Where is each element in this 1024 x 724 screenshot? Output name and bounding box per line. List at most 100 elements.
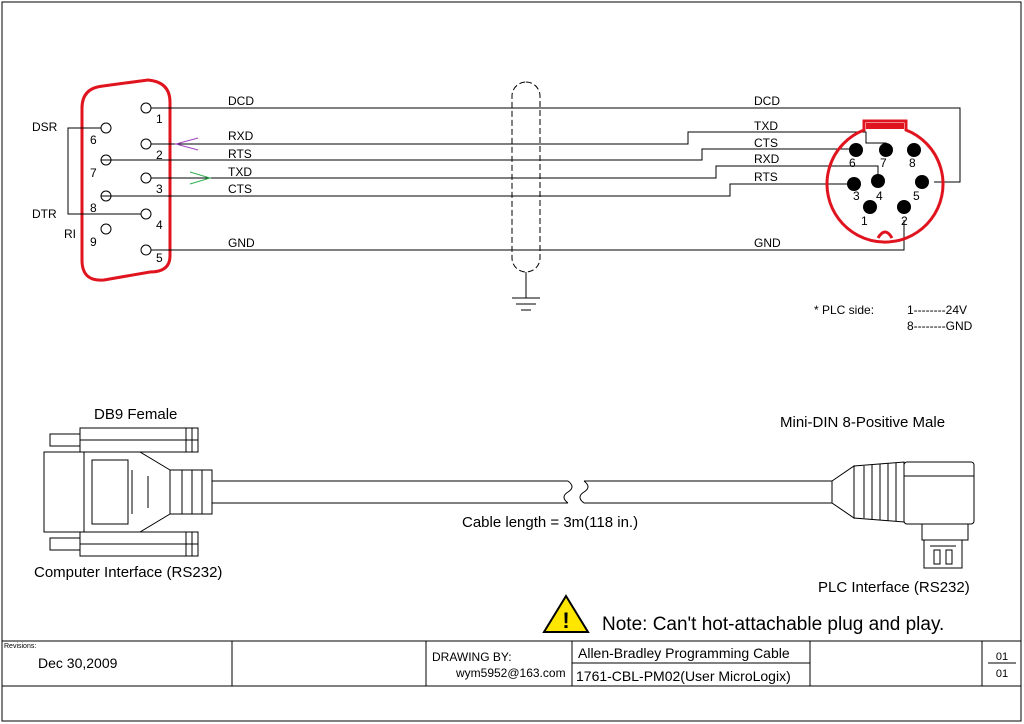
cable-shield xyxy=(511,81,541,311)
db9-pin-6-socket xyxy=(100,122,112,134)
drawing-by-email: wym5952@163.com xyxy=(455,666,566,680)
din-pin-6-dot xyxy=(849,143,863,157)
mini-din-bottom-key xyxy=(876,230,894,239)
drawing-by-label: DRAWING BY: xyxy=(432,650,512,664)
left-signal-cts: CTS xyxy=(228,182,252,196)
sheet-number: 01 xyxy=(996,651,1008,663)
revision-date: Dec 30,2009 xyxy=(38,655,118,671)
warning-triangle-icon xyxy=(542,594,590,633)
db9-pin-5-socket xyxy=(140,244,152,256)
db9-pin-1-socket xyxy=(140,102,152,114)
db9-top-screw-tip xyxy=(49,433,81,447)
db9-front-plug xyxy=(43,451,85,533)
db9-strain-relief xyxy=(169,469,213,515)
db9-inner-shell xyxy=(91,459,129,525)
db9-pin-1-number: 1 xyxy=(156,112,163,126)
left-signal-gnd: GND xyxy=(228,236,255,250)
warning-exclamation: ! xyxy=(562,608,569,633)
computer-interface-label: Computer Interface (RS232) xyxy=(34,564,222,581)
db9-pin-3-socket xyxy=(140,172,152,184)
din-pin-2-dot xyxy=(897,200,911,214)
din-pin-1-number: 1 xyxy=(861,214,868,228)
din-pin-6-number: 6 xyxy=(849,156,856,170)
din-pin-4-number: 4 xyxy=(876,189,883,203)
right-signal-gnd: GND xyxy=(754,236,781,250)
db9-shell-outline xyxy=(80,78,172,282)
sheet-total: 01 xyxy=(996,668,1008,680)
right-signal-txd: TXD xyxy=(754,119,778,133)
plc-side-line-1: 1--------24V xyxy=(907,303,967,317)
cable-length-label: Cable length = 3m(118 in.) xyxy=(462,514,638,531)
db9-pin-7-number: 7 xyxy=(90,166,97,180)
rxd-direction-arrow xyxy=(174,137,199,151)
dsr-dtr-loopback-wire xyxy=(67,127,141,215)
hot-plug-note: Note: Can't hot-attachable plug and play… xyxy=(602,614,944,635)
ri-label: RI xyxy=(64,227,76,241)
db9-schematic: 1 2 3 4 5 6 7 8 9 DSR DTR RI xyxy=(32,78,172,282)
din-neck xyxy=(921,523,969,541)
mini-din-shell-outline xyxy=(825,119,945,244)
db9-pin-3-number: 3 xyxy=(156,182,163,196)
wire-dcd xyxy=(151,107,961,183)
db9-pin-6-number: 6 xyxy=(90,133,97,147)
db9-pin-2-number: 2 xyxy=(156,148,163,162)
din-pin-1-dot xyxy=(863,200,877,214)
db9-pin-2-socket xyxy=(140,138,152,150)
plc-side-label: * PLC side: xyxy=(814,303,874,317)
din-pin-4-dot xyxy=(871,174,885,188)
signal-wires xyxy=(101,107,961,251)
left-signal-dcd: DCD xyxy=(228,94,254,108)
db9-pin-9-socket xyxy=(100,223,112,235)
dsr-label: DSR xyxy=(32,120,58,134)
db9-bottom-screw-tip xyxy=(49,537,81,551)
mini-din-schematic: 1 2 3 4 5 6 7 8 xyxy=(825,119,945,244)
db9-connector-drawing xyxy=(43,427,213,557)
plc-side-line-2: 8--------GND xyxy=(907,319,973,333)
txd-direction-arrow xyxy=(189,171,212,185)
left-signal-txd: TXD xyxy=(228,165,252,179)
dtr-label: DTR xyxy=(32,207,57,221)
right-signal-rts: RTS xyxy=(754,170,778,184)
din-pin-5-dot xyxy=(915,175,929,189)
right-signal-cts: CTS xyxy=(754,136,778,150)
din-pin-7-number: 7 xyxy=(880,156,887,170)
db9-body xyxy=(83,451,171,533)
db9-pin-9-number: 9 xyxy=(90,235,97,249)
right-signal-rxd: RXD xyxy=(754,152,780,166)
wire-txd-rxd xyxy=(151,165,879,179)
din-plug-tip xyxy=(923,539,963,569)
wire-gnd xyxy=(151,220,905,251)
din-pin-3-number: 3 xyxy=(853,189,860,203)
title-block xyxy=(2,640,1021,687)
mini-din-top-key xyxy=(866,123,904,129)
left-signal-rts: RTS xyxy=(228,147,252,161)
shield-outline xyxy=(511,81,541,273)
right-signal-dcd: DCD xyxy=(754,94,780,108)
din-housing xyxy=(903,461,975,525)
db9-pin-4-socket xyxy=(140,208,152,220)
din-pin-3-dot xyxy=(847,177,861,191)
drawing-title-line-2: 1761-CBL-PM02(User MicroLogix) xyxy=(576,668,791,684)
warning-sign: ! xyxy=(542,594,590,633)
db9-pin-4-number: 4 xyxy=(156,218,163,232)
din-pin-8-number: 8 xyxy=(909,156,916,170)
plc-interface-label: PLC Interface (RS232) xyxy=(818,579,970,596)
din-pin-7-dot xyxy=(879,143,893,157)
din-pin-2-number: 2 xyxy=(901,214,908,228)
left-signal-rxd: RXD xyxy=(228,129,254,143)
cable-body xyxy=(212,480,832,504)
db9-pin-8-number: 8 xyxy=(90,201,97,215)
wire-rts-cts xyxy=(101,148,849,161)
revisions-label: Revisions: xyxy=(4,643,36,650)
din-pin-8-dot xyxy=(907,143,921,157)
din-boot-cone xyxy=(831,465,855,519)
drawing-title-line-1: Allen-Bradley Programming Cable xyxy=(578,645,790,661)
db9-pin-5-number: 5 xyxy=(156,251,163,265)
mini-din-title: Mini-DIN 8-Positive Male xyxy=(780,414,945,431)
din-pin-5-number: 5 xyxy=(913,189,920,203)
wire-cts-rts xyxy=(101,183,847,197)
mini-din-connector-drawing xyxy=(831,461,975,569)
db9-female-title: DB9 Female xyxy=(94,406,177,423)
